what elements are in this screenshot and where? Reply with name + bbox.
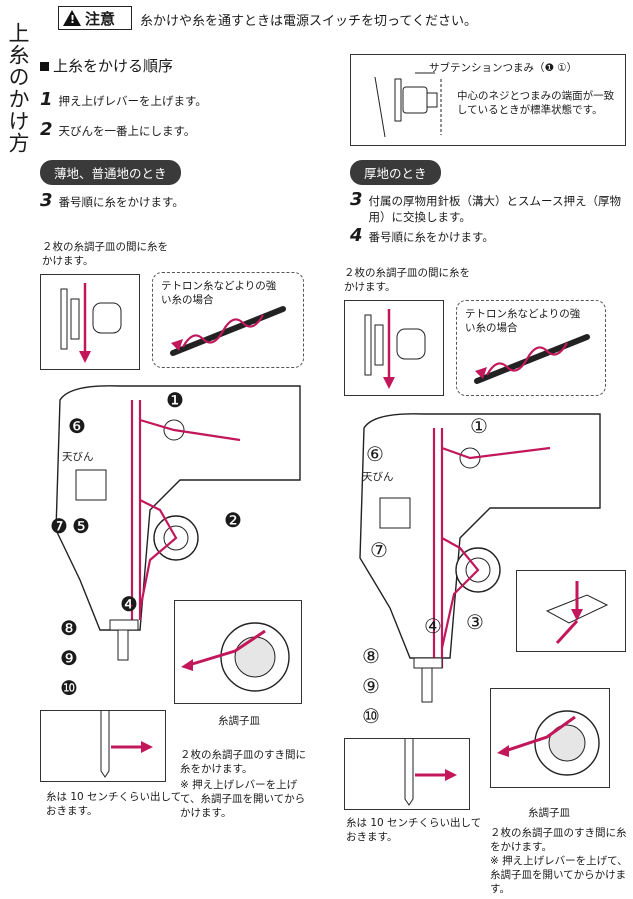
sub-tension-note: 中心のネジとつまみの端面が一致しているときが標準状態です。 (457, 90, 615, 116)
left-num-4: ❹ (120, 592, 138, 616)
warning-icon: ! (63, 10, 81, 26)
pill-heavy-fabric: 厚地のとき (350, 160, 441, 185)
sub-tension-title: サブテンションつまみ（❶ ①） (429, 62, 578, 74)
right-disc-inset (344, 300, 444, 396)
left-needle-inset (40, 710, 166, 782)
strong-thread-illustration (474, 334, 590, 384)
right-tension-note: ２枚の糸調子皿のすき間に糸をかけます。 (490, 827, 627, 853)
right-num-1: ① (470, 414, 488, 438)
right-num-10: ⑩ (362, 704, 380, 728)
right-num-3: ③ (466, 610, 484, 634)
right-strong-thread-callout: テトロン糸などよりの強い糸の場合 (456, 300, 606, 396)
left-strong-thread-callout: テトロン糸などよりの強い糸の場合 (152, 272, 304, 368)
disc-illustration (364, 309, 426, 389)
left-num-7: ❼ (50, 514, 68, 538)
tension-dial-illustration (497, 710, 600, 776)
warning-label: 注意 (85, 9, 116, 28)
pill-light-fabric: 薄地、普通地のとき (40, 160, 181, 185)
left-num-2: ❷ (224, 508, 242, 532)
right-lever-note: ※ 押え上げレバーを上げて、糸調子皿を開いてからかけます。 (490, 855, 628, 895)
left-num-6: ❻ (68, 414, 86, 438)
disc-illustration (60, 283, 122, 363)
right-num-7: ⑦ (370, 538, 388, 562)
right-takeup-label: 天びん (362, 471, 394, 483)
right-machine-illustration (359, 413, 601, 703)
left-num-9: ❾ (60, 646, 78, 670)
left-disc-inset (40, 274, 140, 370)
left-tension-dial-inset (174, 600, 302, 704)
right-num-6: ⑥ (366, 442, 384, 466)
warning-badge: ! 注意 (58, 6, 132, 30)
right-thread-note: 糸は 10 センチくらい出しておきます。 (346, 817, 482, 843)
left-tension-note: ２枚の糸調子皿のすき間に糸をかけます。 (180, 749, 306, 775)
left-num-10: ❿ (60, 676, 78, 700)
left-lever-note: ※ 押え上げレバーを上げて、糸調子皿を開いてからかけます。 (180, 779, 306, 819)
left-machine-illustration (55, 385, 301, 661)
presser-foot-illustration (545, 581, 609, 645)
section-title: 上糸をかける順序 (40, 55, 173, 76)
right-needle-inset (344, 738, 470, 810)
sub-tension-box: サブテンションつまみ（❶ ①） 中心のネジとつまみの端面が一致しているときが標準… (350, 54, 626, 146)
left-tension-label: 糸調子皿 (218, 715, 260, 727)
warning-text: 糸かけや糸を通すときは電源スイッチを切ってください。 (140, 14, 477, 29)
left-takeup-label: 天びん (62, 451, 94, 463)
right-num-4: ④ (424, 614, 442, 638)
right-tension-label: 糸調子皿 (528, 807, 570, 819)
left-num-5: ❺ (72, 514, 90, 538)
right-num-9: ⑨ (362, 674, 380, 698)
right-presser-foot-inset (516, 570, 626, 652)
needle-illustration (404, 739, 457, 806)
tension-dial-illustration (181, 622, 290, 692)
left-num-1: ❶ (166, 388, 184, 412)
left-num-8: ❽ (60, 616, 78, 640)
right-tension-dial-inset (490, 688, 610, 788)
right-callout-disc: ２枚の糸調子皿の間に糸をかけます。 (344, 267, 470, 293)
side-title: 上糸のかけ方 (6, 22, 30, 154)
strong-thread-illustration (170, 306, 286, 356)
right-num-8: ⑧ (362, 644, 380, 668)
needle-illustration (100, 711, 153, 778)
tension-knob-illustration (374, 72, 442, 138)
left-callout-disc: ２枚の糸調子皿の間に糸をかけます。 (42, 241, 168, 267)
left-thread-note: 糸は 10 センチくらい出しておきます。 (46, 791, 182, 817)
